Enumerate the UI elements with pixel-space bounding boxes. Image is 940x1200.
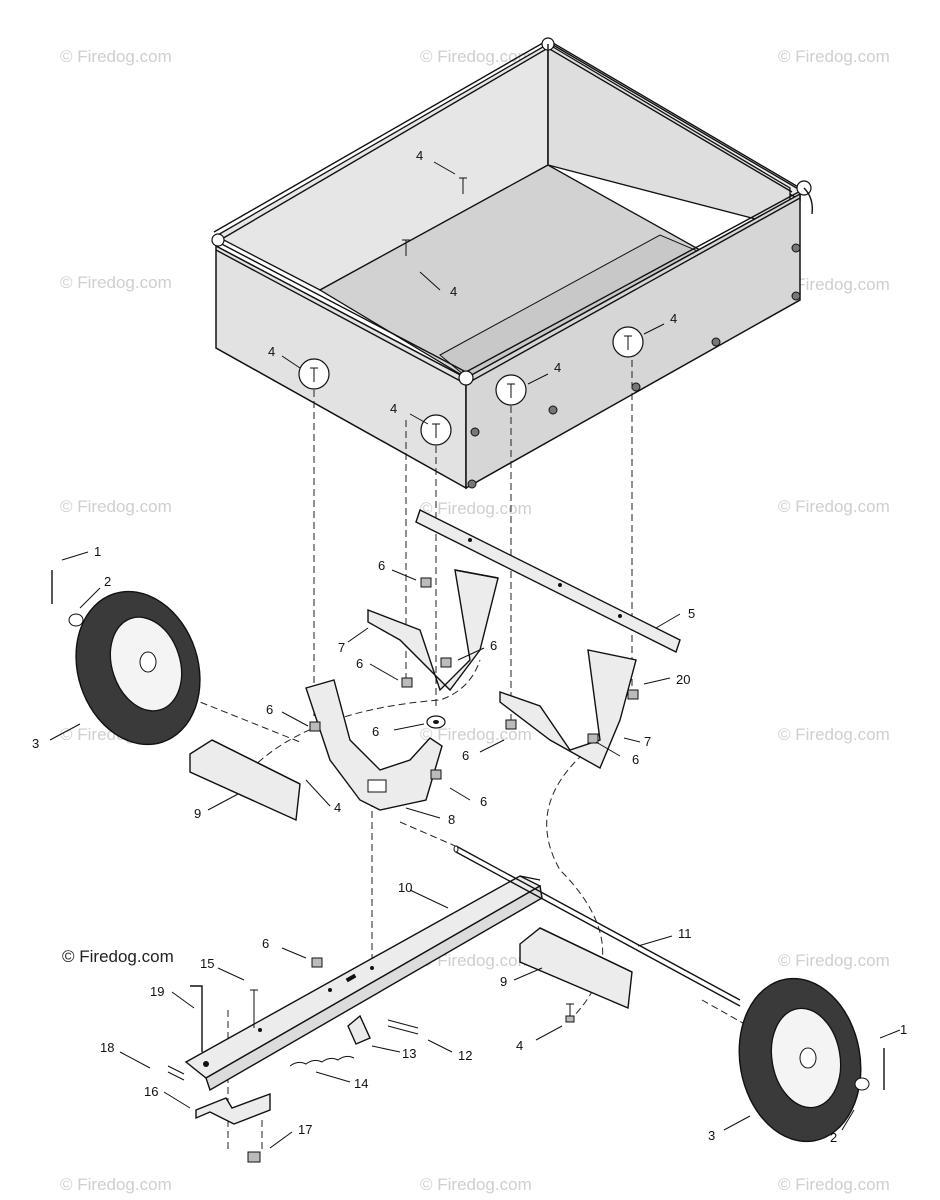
callout-label: 4 <box>516 1038 523 1053</box>
callout-label: 4 <box>554 360 561 375</box>
hitch-hardware <box>167 985 575 1163</box>
watermark-layer: © Firedog.com © Firedog.com © Firedog.co… <box>60 47 890 1194</box>
callout-label: 11 <box>678 926 692 941</box>
callout-label: 3 <box>32 736 39 751</box>
watermark-text: © Firedog.com <box>60 1175 172 1194</box>
callout-label: 1 <box>94 544 101 559</box>
callout-label: 4 <box>450 284 457 299</box>
callout-label: 12 <box>458 1048 472 1063</box>
callout-label: 2 <box>104 574 111 589</box>
callout-label: 9 <box>194 806 201 821</box>
watermark-text: © Firedog.com <box>420 47 532 66</box>
upper-brace <box>415 509 681 653</box>
callout-label: 4 <box>416 148 423 163</box>
watermark-text: © Firedog.com <box>420 951 532 970</box>
shield-left <box>189 739 301 822</box>
callout-label: 6 <box>266 702 273 717</box>
callout-label: 14 <box>354 1076 368 1091</box>
watermark-text: © Firedog.com <box>420 499 532 518</box>
callout-label: 6 <box>372 724 379 739</box>
watermark-text: © Firedog.com <box>420 725 532 744</box>
watermark-text: © Firedog.com <box>778 951 890 970</box>
watermark-text: © Firedog.com <box>778 1175 890 1194</box>
watermark-text: © Firedog.com <box>778 275 890 294</box>
wheel-right <box>738 977 885 1143</box>
callout-label: 16 <box>144 1084 158 1099</box>
callout-label: 4 <box>268 344 275 359</box>
hopper-tray <box>211 37 814 490</box>
callout-labels: 4 4 4 4 4 4 4 4 4 1 2 3 6 5 7 6 6 6 6 20… <box>32 148 907 1145</box>
nuts <box>309 577 639 968</box>
callout-label: 1 <box>900 1022 907 1037</box>
callout-label: 4 <box>670 311 677 326</box>
callout-label: 9 <box>500 974 507 989</box>
washer <box>426 715 446 729</box>
leg-bracket-center <box>305 679 443 811</box>
callout-label: 20 <box>676 672 690 687</box>
axle-frame <box>184 875 543 1092</box>
callout-label: 8 <box>448 812 455 827</box>
watermark-text: © Firedog.com <box>778 47 890 66</box>
callout-label: 10 <box>398 880 412 895</box>
watermark-text: © Firedog.com <box>420 1175 532 1194</box>
callout-label: 6 <box>462 748 469 763</box>
watermark-text: © Firedog.com <box>60 497 172 516</box>
callout-label: 4 <box>390 401 397 416</box>
shield-right <box>519 927 633 1010</box>
callout-label: 5 <box>688 606 695 621</box>
callout-label: 6 <box>480 794 487 809</box>
watermark-text: © Firedog.com <box>60 273 172 292</box>
callout-label: 13 <box>402 1046 416 1061</box>
callout-label: 4 <box>334 800 341 815</box>
callout-label: 6 <box>262 936 269 951</box>
callout-label: 6 <box>632 752 639 767</box>
callout-label: 2 <box>830 1130 837 1145</box>
callout-label: 6 <box>356 656 363 671</box>
callout-label: 7 <box>644 734 651 749</box>
watermark-text: © Firedog.com <box>60 47 172 66</box>
watermark-text: © Firedog.com <box>778 497 890 516</box>
callout-label: 15 <box>200 956 214 971</box>
axle-rod <box>453 845 741 1007</box>
callout-label: 7 <box>338 640 345 655</box>
callout-label: 6 <box>378 558 385 573</box>
callout-label: 3 <box>708 1128 715 1143</box>
callout-label: 18 <box>100 1040 114 1055</box>
callout-leaders <box>49 161 901 1149</box>
leg-bracket-right <box>499 649 637 769</box>
callout-label: 17 <box>298 1122 312 1137</box>
watermark-text: © Firedog.com <box>778 725 890 744</box>
wheel-left <box>51 570 201 746</box>
callout-label: 19 <box>150 984 164 999</box>
leg-bracket-left <box>367 569 499 692</box>
brand-text: © Firedog.com <box>62 947 174 966</box>
callout-label: 6 <box>490 638 497 653</box>
